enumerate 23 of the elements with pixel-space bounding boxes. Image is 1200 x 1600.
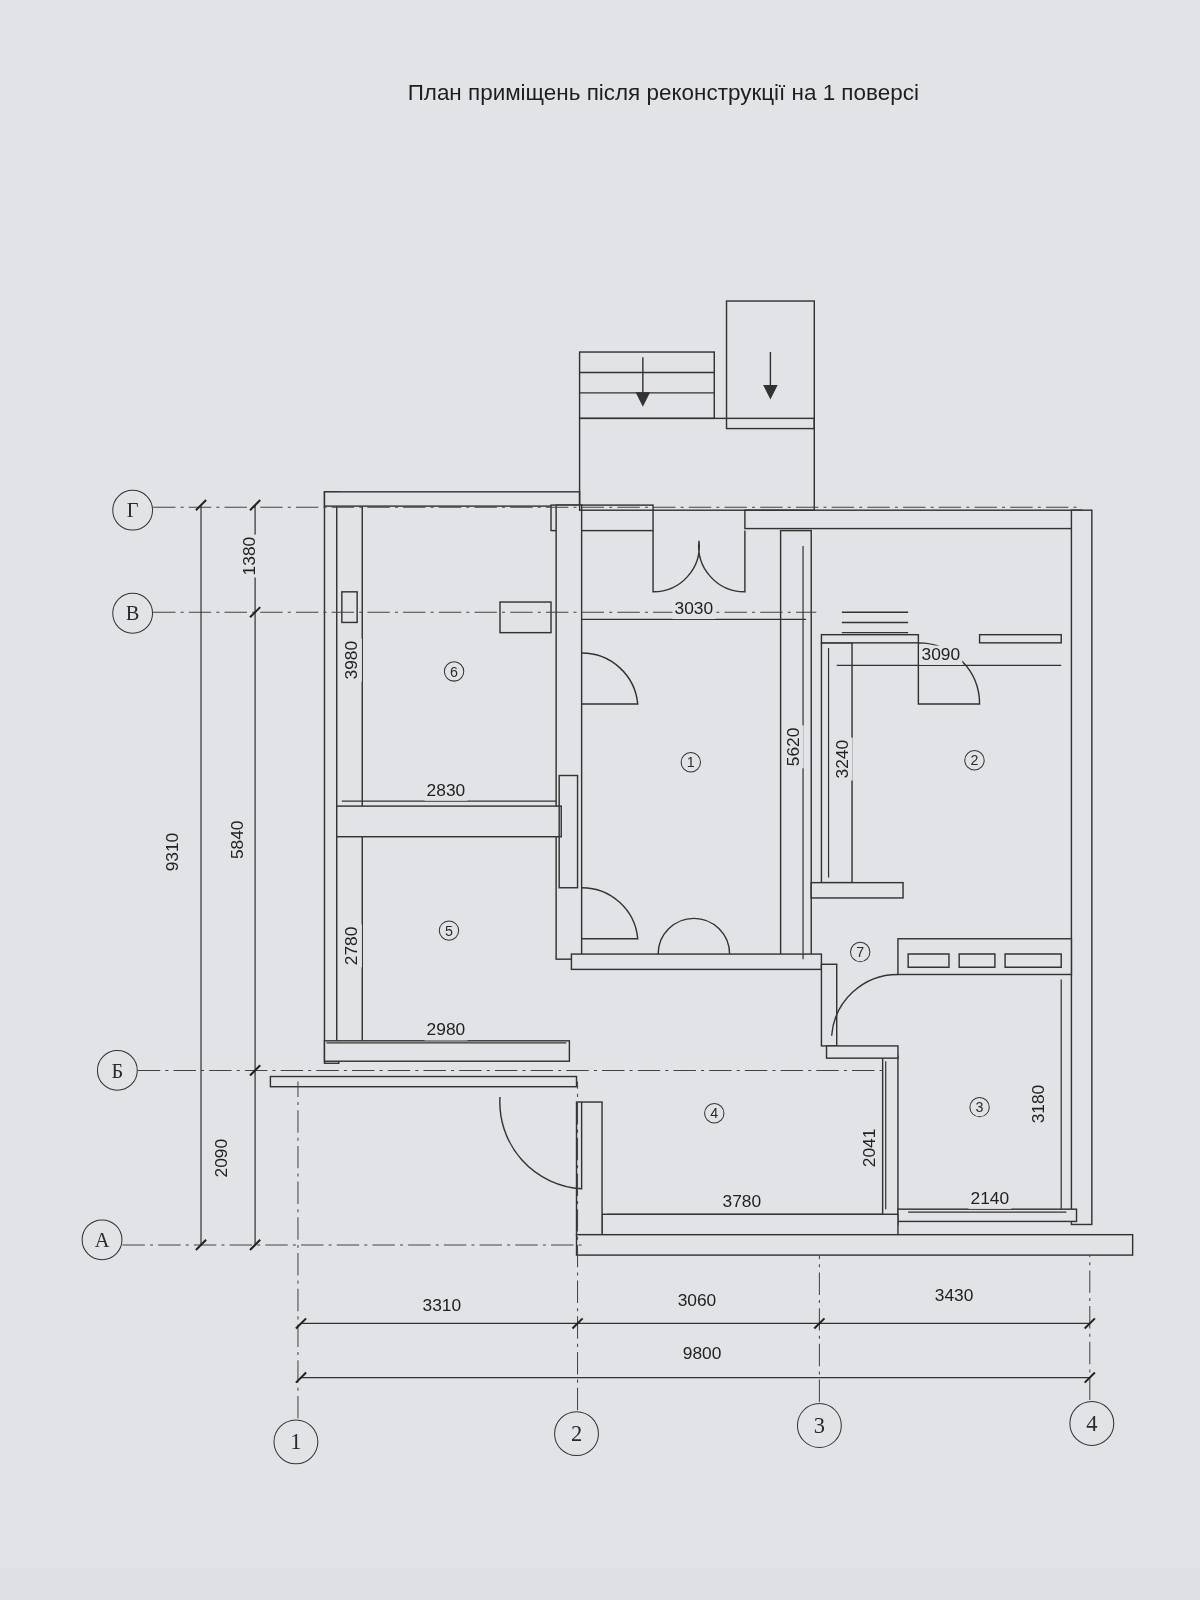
axis-bubble: 2 bbox=[554, 1411, 599, 1457]
room-number: 3 bbox=[969, 1096, 990, 1118]
room-number: 6 bbox=[443, 661, 465, 682]
dimension-label: 3980 bbox=[342, 638, 362, 682]
room-number: 4 bbox=[704, 1103, 725, 1124]
dimension-label: 2140 bbox=[968, 1189, 1012, 1209]
room-number: 1 bbox=[680, 752, 701, 773]
dimension-label: 3090 bbox=[919, 645, 963, 665]
room-number: 7 bbox=[850, 941, 871, 963]
room-number: 2 bbox=[964, 750, 985, 771]
axis-bubble: 1 bbox=[273, 1419, 319, 1465]
axis-bubble: Б bbox=[96, 1050, 138, 1091]
dimension-label: 3030 bbox=[672, 599, 716, 619]
axis-bubble: 4 bbox=[1069, 1401, 1115, 1446]
dimension-label: 2780 bbox=[342, 924, 362, 968]
axis-bubble: 3 bbox=[796, 1403, 842, 1448]
axis-bubble: Г bbox=[112, 489, 154, 531]
plan-title: План приміщень після реконструкції на 1 поверсі bbox=[406, 79, 920, 107]
axis-bubble: А bbox=[81, 1219, 123, 1261]
axis-bubble: В bbox=[112, 592, 154, 634]
room-number: 5 bbox=[438, 920, 460, 941]
dimension-label: 3240 bbox=[833, 737, 853, 781]
dimension-label: 5620 bbox=[784, 725, 804, 769]
